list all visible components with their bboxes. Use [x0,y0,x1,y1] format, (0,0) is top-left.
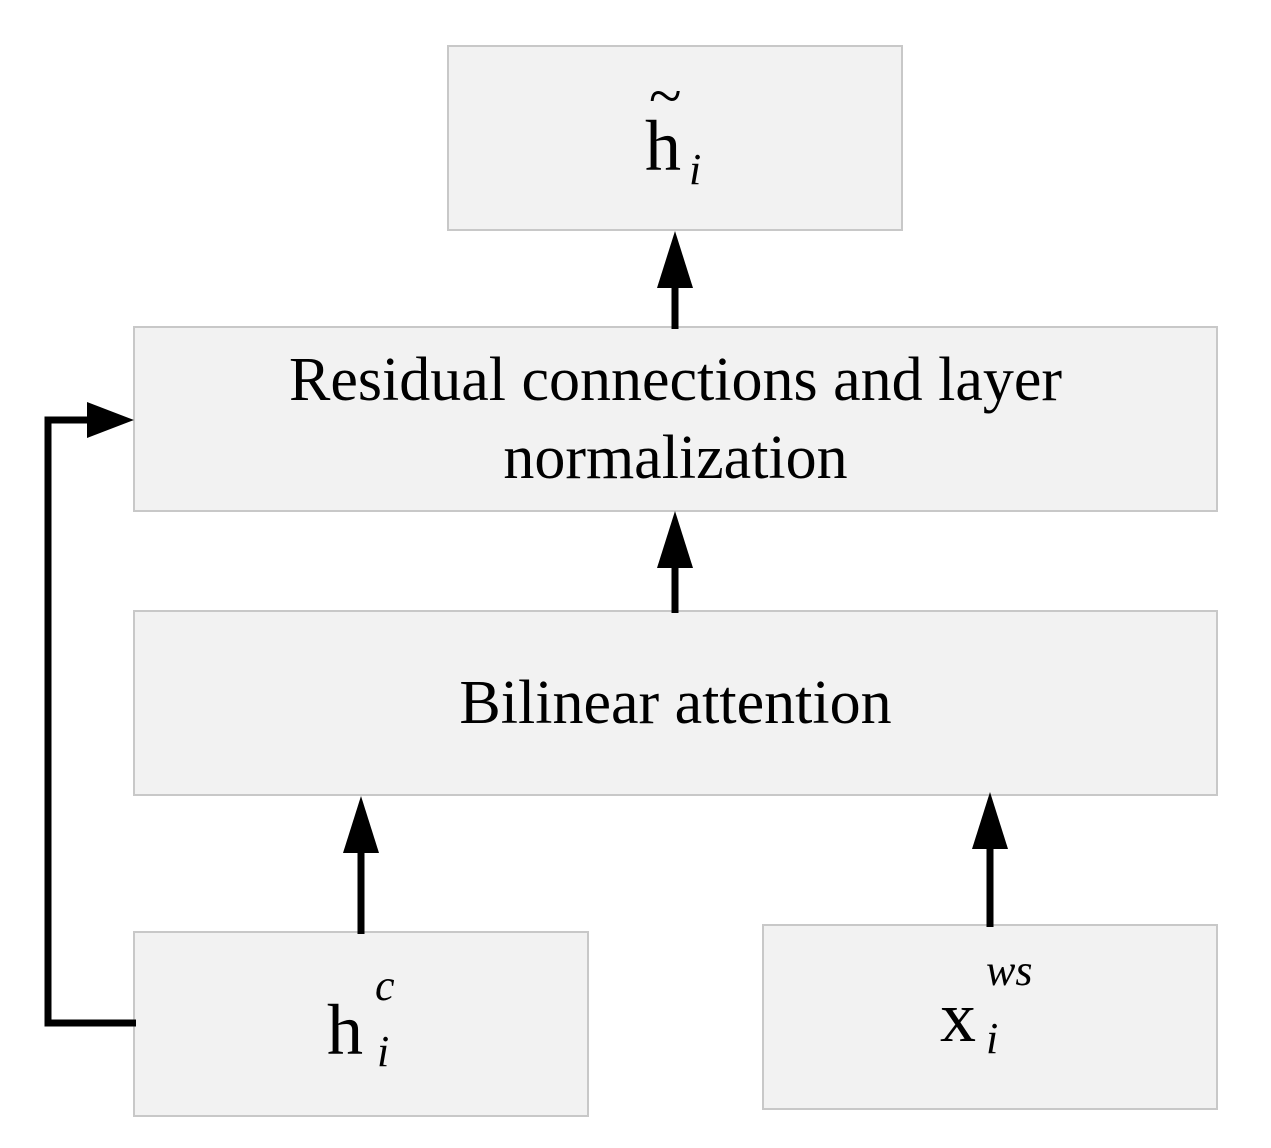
x-ws-superscript: ws [986,946,1033,995]
x-i-ws-label: x ws i [940,949,1032,1061]
residual-layernorm-label: Residual connections and layer normaliza… [289,341,1062,497]
h-tilde-base: h [645,106,681,186]
h-tilde-i-label: h ~ i [645,66,701,192]
arrow-xws-to-bilinear [972,792,1008,927]
x-ws-base: x [940,977,976,1057]
x-ws-subscript: i [986,1014,999,1063]
bilinear-attention-node: Bilinear attention [133,610,1218,796]
residual-layernorm-node: Residual connections and layer normaliza… [133,326,1218,512]
arrow-residual-to-output [657,231,693,329]
h-i-c-label: h c i [327,964,395,1074]
h-tilde-subscript: i [689,145,702,194]
h-c-subscript: i [377,1027,390,1076]
h-c-superscript: c [375,961,395,1010]
skip-connection-arrow [44,402,136,1027]
residual-label-line1: Residual connections and layer [288,346,1063,414]
h-c-base: h [327,990,363,1070]
x-ws-input-node: x ws i [762,924,1218,1110]
bilinear-attention-label: Bilinear attention [459,669,892,737]
h-c-input-node: h c i [133,931,589,1117]
tilde-accent: ~ [649,63,682,129]
arrow-hc-to-bilinear [343,796,379,934]
arrow-bilinear-to-residual [657,511,693,613]
output-node: h ~ i [447,45,903,231]
residual-label-line2: normalization [503,424,848,492]
